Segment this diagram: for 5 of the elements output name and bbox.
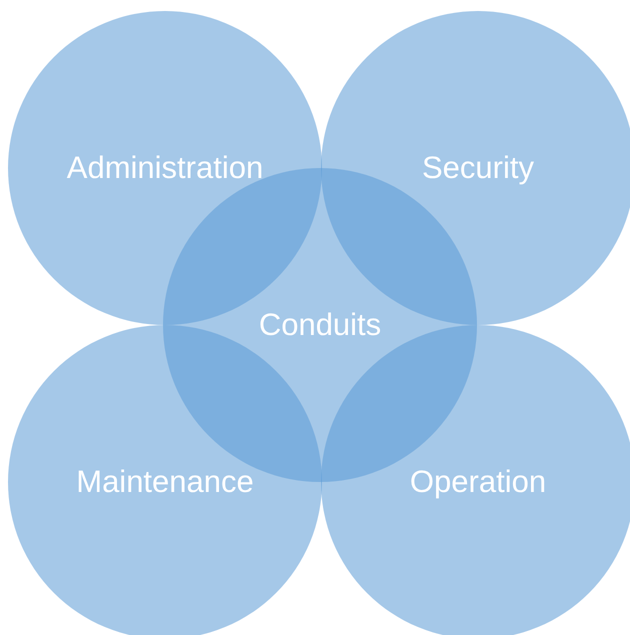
circle-label: Administration xyxy=(66,150,264,186)
circle-label: Conduits xyxy=(258,307,382,343)
circle-label: Security xyxy=(422,150,534,186)
circle-label: Maintenance xyxy=(76,464,254,500)
circle-label: Operation xyxy=(410,464,546,500)
